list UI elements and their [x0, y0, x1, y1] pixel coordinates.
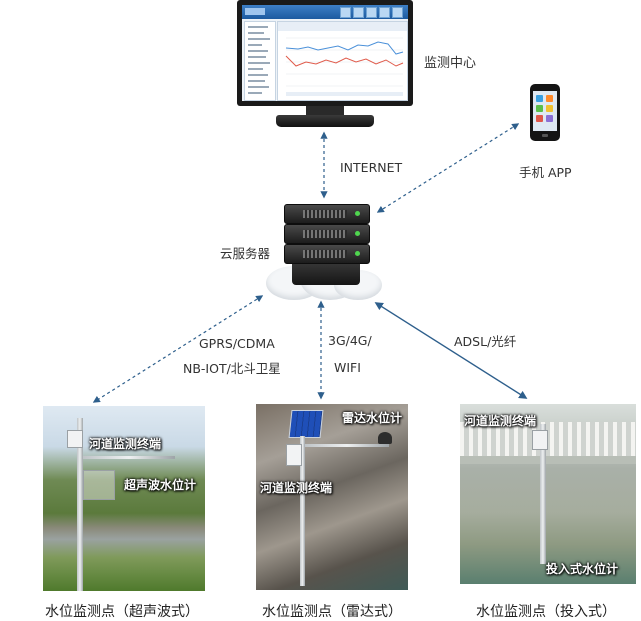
sensor-arm	[305, 444, 389, 447]
monitor-neck	[306, 106, 344, 116]
screen-toolbar-icon	[353, 7, 364, 18]
photo1-label-terminal: 河道监测终端	[89, 437, 162, 451]
terminal-box	[532, 430, 548, 450]
site-photo-submersible: 河道监测终端 投入式水位计	[460, 404, 636, 584]
station-pole	[77, 418, 83, 591]
server-base	[292, 261, 360, 285]
middle-link-label-line1: 3G/4G/	[328, 333, 372, 348]
middle-link-label-line2: WIFI	[334, 360, 361, 375]
sensor-cage	[83, 470, 115, 500]
screen-toolbar-icon	[379, 7, 390, 18]
screen-logo	[245, 8, 265, 15]
photo3-label-terminal: 河道监测终端	[464, 414, 537, 428]
photo2-label-sensor: 雷达水位计	[342, 411, 403, 425]
monitor-stand	[276, 115, 374, 127]
server-unit	[284, 244, 370, 264]
station-pole	[540, 424, 546, 564]
mobile-app-label: 手机 APP	[519, 165, 572, 180]
mobile-phone	[530, 84, 560, 141]
site-photo-radar: 雷达水位计 河道监测终端	[256, 404, 408, 590]
app-icon	[536, 115, 543, 122]
solar-panel	[288, 410, 324, 438]
monitor-screen	[242, 5, 408, 101]
server-unit	[284, 224, 370, 244]
screen-toolbar-icon	[392, 7, 403, 18]
cloud-server-label: 云服务器	[220, 246, 271, 261]
screen-chart-panel	[277, 21, 408, 101]
bridge-railing	[460, 422, 636, 456]
terminal-box	[67, 430, 83, 448]
screen-sidebar-tree	[244, 21, 276, 101]
server-unit	[284, 204, 370, 224]
sensor-arm	[83, 456, 175, 459]
screen-trend-chart	[278, 22, 407, 96]
photo1-label-sensor: 超声波水位计	[124, 478, 197, 492]
phone-home-button	[542, 134, 548, 137]
station-pole	[300, 436, 305, 586]
site2-caption: 水位监测点（雷达式）	[262, 604, 402, 620]
terminal-box	[286, 444, 302, 466]
photo2-label-terminal: 河道监测终端	[260, 481, 333, 495]
arrow-server-phone	[376, 123, 520, 213]
site1-caption: 水位监测点（超声波式）	[45, 604, 199, 620]
monitor-center-label: 监测中心	[424, 56, 477, 71]
arrow-server-site1	[92, 295, 264, 403]
app-icon	[536, 95, 543, 102]
site3-caption: 水位监测点（投入式）	[476, 604, 616, 620]
phone-screen	[533, 91, 557, 131]
site-photo-ultrasonic: 河道监测终端 超声波水位计	[43, 406, 205, 591]
screen-toolbar-icon	[366, 7, 377, 18]
app-icon	[536, 105, 543, 112]
app-icon	[546, 115, 553, 122]
arrow-server-site3	[374, 302, 528, 399]
app-icon	[546, 105, 553, 112]
radar-sensor	[378, 432, 392, 444]
screen-toolbar-icon	[340, 7, 351, 18]
screen-header-bar	[242, 5, 408, 19]
app-icon	[546, 95, 553, 102]
photo3-label-sensor: 投入式水位计	[546, 562, 619, 576]
railing-ledge	[460, 456, 636, 464]
